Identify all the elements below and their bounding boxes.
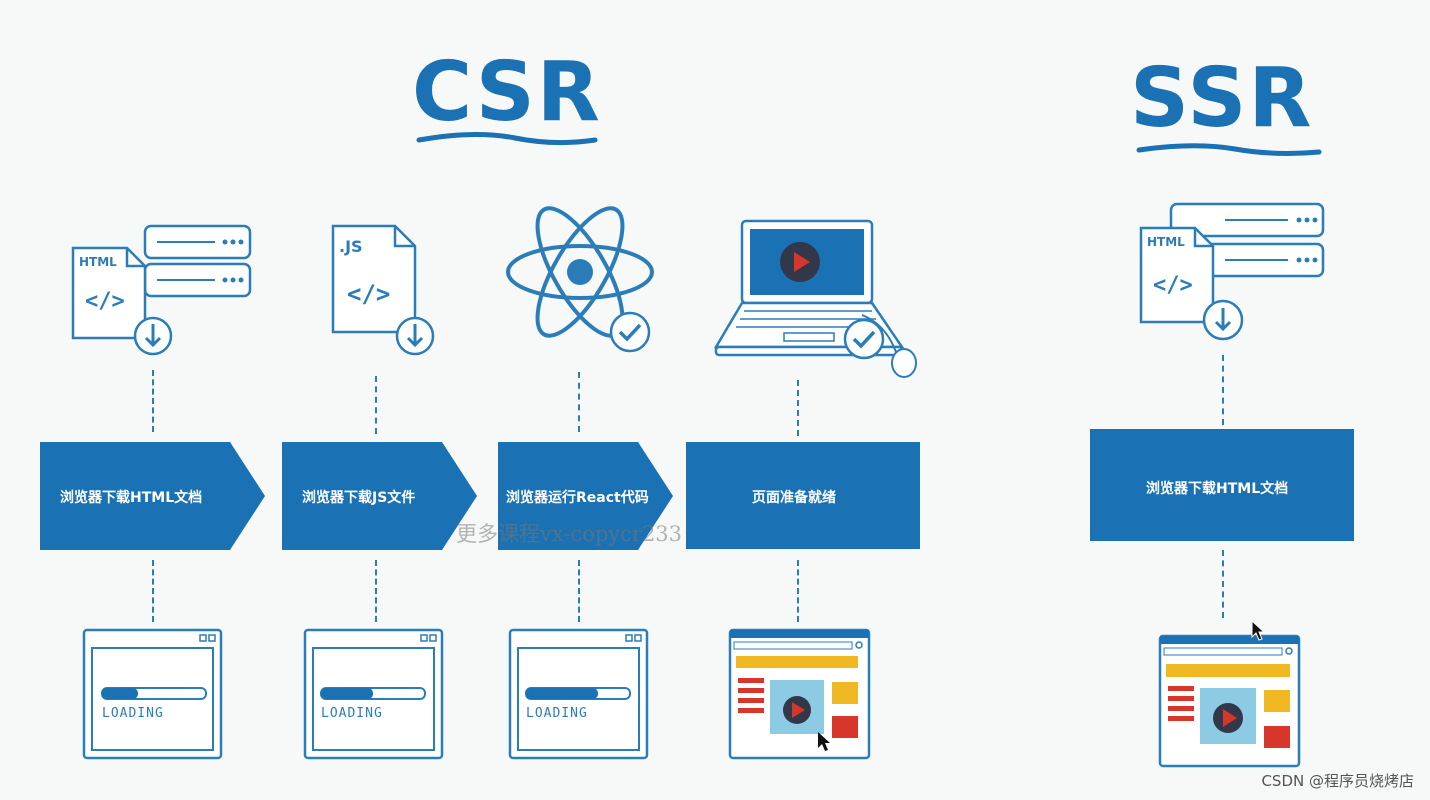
svg-text:</>: </> (347, 280, 390, 308)
ssr-title-underline (1136, 143, 1322, 156)
csr-title-underline (416, 131, 598, 146)
html-download-icon: HTML </> (71, 224, 252, 356)
footer-credit: CSDN @程序员烧烤店 (1261, 772, 1414, 790)
loading-window-2 (303, 628, 444, 760)
ssr-step-box (1090, 429, 1354, 541)
loading-window-3 (508, 628, 649, 760)
step-label-1: 浏览器下载HTML文档 (60, 490, 203, 506)
connector-top-1 (152, 370, 154, 432)
step-arrow-1 (40, 442, 265, 550)
js-download-icon: .JS </> (331, 224, 435, 356)
connector-bottom-3 (578, 560, 580, 622)
connector-bottom-ssr (1222, 550, 1224, 618)
step-box-4 (686, 442, 920, 549)
rendered-page-window (728, 628, 871, 760)
connector-bottom-4 (797, 560, 799, 622)
ssr-html-download-icon: HTML </> (1139, 202, 1325, 341)
svg-text:.JS: .JS (339, 237, 363, 256)
loading-text-1: LOADING (102, 706, 164, 721)
connector-top-4 (797, 380, 799, 436)
loading-text-2: LOADING (321, 706, 383, 721)
laptop-ready-icon (713, 219, 917, 378)
loading-window-1 (82, 628, 223, 760)
connector-bottom-1 (152, 560, 154, 622)
loading-text-3: LOADING (526, 706, 588, 721)
step-label-4: 页面准备就绪 (752, 490, 836, 506)
connector-bottom-2 (375, 560, 377, 622)
ssr-rendered-page-window (1158, 634, 1301, 768)
connector-top-ssr (1222, 355, 1224, 425)
csr-title: CSR (412, 45, 602, 140)
connector-top-2 (375, 376, 377, 434)
svg-text:HTML: HTML (79, 255, 117, 269)
svg-text:</>: </> (1153, 273, 1193, 298)
svg-text:HTML: HTML (1147, 235, 1185, 249)
ssr-step-label: 浏览器下载HTML文档 (1146, 481, 1289, 497)
step-arrow-3 (498, 442, 673, 550)
step-label-2: 浏览器下载JS文件 (302, 490, 416, 506)
mouse-cursor-icon (1251, 620, 1266, 641)
step-label-3: 浏览器运行React代码 (506, 490, 649, 506)
react-atom-icon (506, 206, 654, 353)
ssr-title: SSR (1130, 51, 1314, 146)
svg-text:</>: </> (85, 289, 125, 314)
connector-top-3 (578, 372, 580, 432)
step-arrow-2 (282, 442, 477, 550)
watermark: 更多课程vx-copycr233 (456, 522, 683, 546)
